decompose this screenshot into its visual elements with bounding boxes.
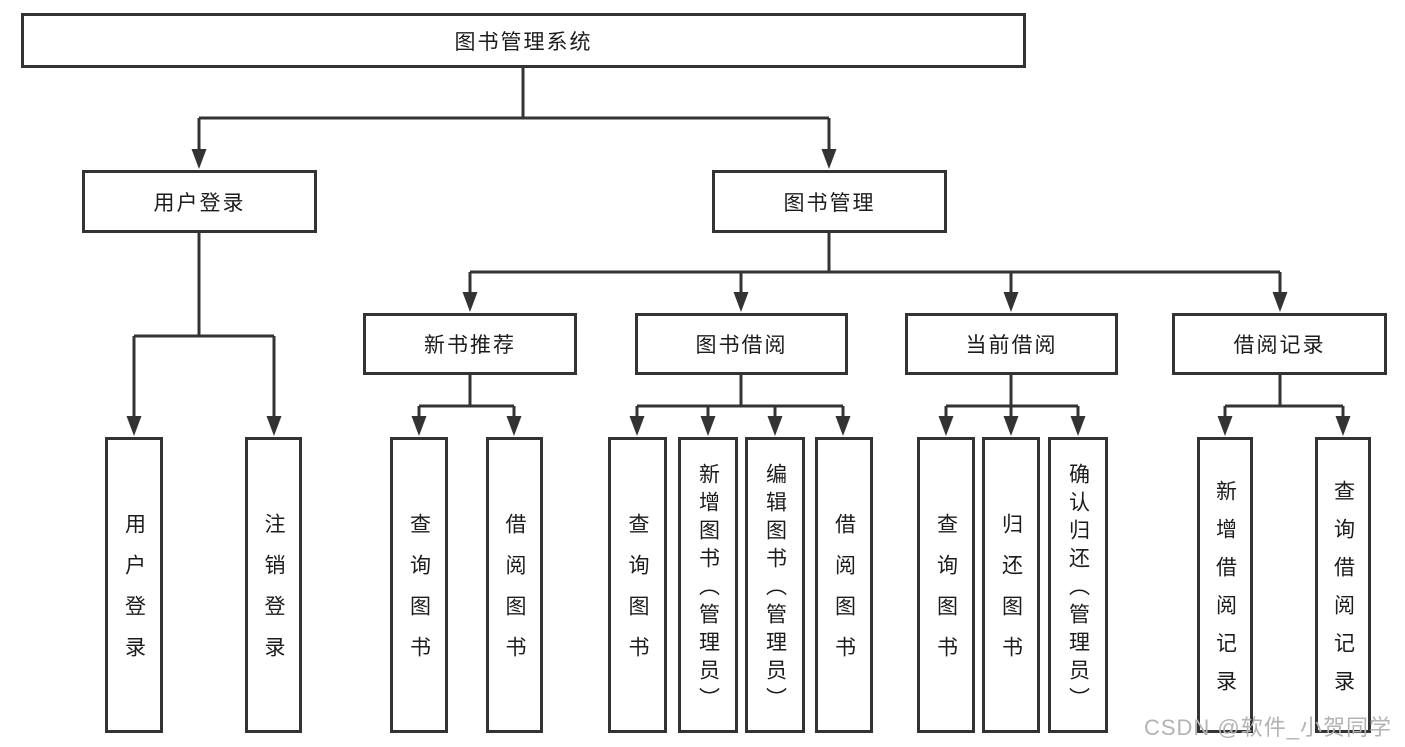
node-borrow-books: 借阅图书 [815,437,873,733]
node-query-books-borrow: 查询图书 [608,437,667,733]
node-user-login-label: 用户登录 [153,191,246,215]
node-borrowing-records: 借阅记录 [1172,313,1387,375]
node-borrowing-records-label: 借阅记录 [1233,334,1326,357]
arrowheads [126,149,1351,436]
node-login: 用户登录 [105,437,163,733]
node-query-borrow-record-label: 查询借阅记录 [1331,479,1355,708]
node-book-borrowing-label: 图书借阅 [695,334,788,357]
node-current-borrowing: 当前借阅 [905,313,1118,375]
node-add-borrow-record: 新增借阅记录 [1197,437,1253,733]
node-confirm-return-admin-label: 确认归还（管理员） [1066,462,1090,715]
node-new-book-recommend: 新书推荐 [363,313,577,375]
node-query-books-current-label: 查询图书 [934,513,958,677]
csdn-watermark: CSDN @软件_小贺同学 [1143,715,1392,740]
node-add-books-admin: 新增图书（管理员） [678,437,738,733]
node-root: 图书管理系统 [21,13,1026,68]
node-borrow-books-recommend-label: 借阅图书 [503,513,526,677]
node-root-label: 图书管理系统 [454,30,593,54]
node-query-books-recommend: 查询图书 [390,437,448,733]
node-return-books: 归还图书 [982,437,1040,733]
node-confirm-return-admin: 确认归还（管理员） [1048,437,1108,733]
node-add-borrow-record-label: 新增借阅记录 [1213,479,1237,708]
node-borrow-books-label: 借阅图书 [832,513,856,677]
node-query-books-current: 查询图书 [917,437,975,733]
node-logout-label: 注销登录 [262,513,285,677]
node-user-login: 用户登录 [82,170,317,233]
node-borrow-books-recommend: 借阅图书 [486,437,543,733]
node-add-books-admin-label: 新增图书（管理员） [696,462,720,715]
node-login-label: 用户登录 [122,513,146,677]
node-edit-books-admin: 编辑图书（管理员） [745,437,805,733]
node-book-management: 图书管理 [712,170,947,233]
node-new-book-recommend-label: 新书推荐 [424,334,516,357]
node-book-management-label: 图书管理 [783,191,876,215]
node-query-books-recommend-label: 查询图书 [407,513,431,677]
node-return-books-label: 归还图书 [999,513,1023,677]
node-current-borrowing-label: 当前借阅 [965,334,1058,357]
node-query-borrow-record: 查询借阅记录 [1315,437,1371,733]
node-edit-books-admin-label: 编辑图书（管理员） [763,462,787,715]
node-query-books-borrow-label: 查询图书 [626,513,649,677]
node-logout: 注销登录 [245,437,302,733]
node-book-borrowing: 图书借阅 [635,313,848,375]
